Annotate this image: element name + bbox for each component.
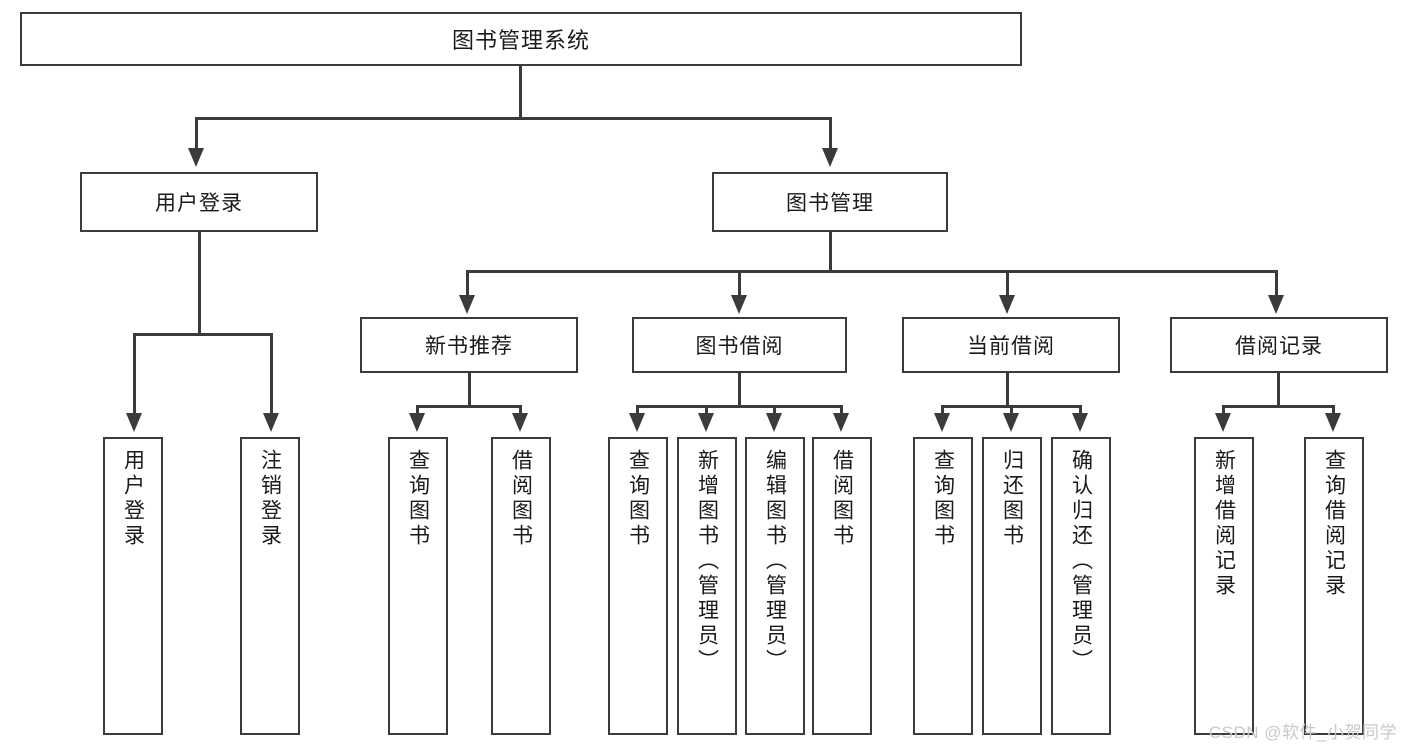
watermark: CSDN @软件_小贺同学 (1208, 723, 1397, 742)
arrowhead-borrow-record-leaf-2 (1325, 413, 1341, 432)
leaf-book-borrow-lend[interactable]: 借阅图书 (812, 437, 872, 735)
leaf-current-borrow-confirm[interactable]: 确认归还（管理员） (1051, 437, 1111, 735)
arrowhead-borrow-record-leaf-1 (1215, 413, 1231, 432)
arrowhead-current-borrow-leaf-2 (1003, 413, 1019, 432)
node-label: 当前借阅 (967, 335, 1055, 358)
node-label: 确认归还（管理员） (1069, 449, 1093, 674)
leaf-book-borrow-edit[interactable]: 编辑图书（管理员） (745, 437, 805, 735)
node-label: 图书管理系统 (451, 28, 590, 53)
connector-new-book-to-leaf-2 (519, 405, 522, 417)
arrowhead-book-borrow-leaf-1 (629, 413, 645, 432)
connector-borrow-record-to-leaf-1 (1222, 405, 1225, 417)
node-label: 查询图书 (931, 449, 955, 549)
node-label: 注销登录 (258, 449, 282, 549)
node-new-book-recommend[interactable]: 新书推荐 (360, 317, 578, 373)
connector-book-mgmt-bus (466, 270, 1277, 273)
connector-book-borrow-stem (738, 373, 741, 407)
arrowhead-current-borrow-leaf-1 (934, 413, 950, 432)
node-label: 借阅图书 (830, 449, 854, 549)
node-label: 图书管理 (786, 192, 874, 215)
connector-new-book-to-leaf-1 (416, 405, 419, 417)
connector-book-mgmt-to-current-borrow (1006, 270, 1009, 297)
arrowhead-root-to-user-login (188, 148, 204, 167)
node-label: 编辑图书（管理员） (763, 449, 787, 674)
node-label: 新增借阅记录 (1212, 449, 1236, 599)
connector-user-login-stem (198, 232, 201, 334)
connector-root-to-user-login (195, 117, 198, 150)
connector-user-login-to-leaf-1 (133, 333, 136, 415)
node-book-management[interactable]: 图书管理 (712, 172, 948, 232)
arrowhead-new-book-leaf-2 (512, 413, 528, 432)
connector-borrow-record-to-leaf-2 (1332, 405, 1335, 417)
node-label: 用户登录 (121, 449, 145, 549)
leaf-borrow-record-query[interactable]: 查询借阅记录 (1304, 437, 1364, 735)
node-borrow-record[interactable]: 借阅记录 (1170, 317, 1388, 373)
arrowhead-book-mgmt-new-book (459, 295, 475, 314)
connector-current-borrow-stem (1006, 373, 1009, 407)
arrowhead-book-borrow-leaf-3 (766, 413, 782, 432)
leaf-user-login-signin[interactable]: 用户登录 (103, 437, 163, 735)
leaf-new-book-query[interactable]: 查询图书 (388, 437, 448, 735)
arrowhead-book-mgmt-borrow-record (1268, 295, 1284, 314)
connector-current-borrow-to-leaf-3 (1079, 405, 1082, 417)
connector-new-book-stem (468, 373, 471, 407)
node-label: 查询图书 (406, 449, 430, 549)
node-label: 归还图书 (1000, 449, 1024, 549)
connector-borrow-record-bus (1222, 405, 1334, 408)
connector-book-borrow-to-leaf-3 (773, 405, 776, 417)
leaf-current-borrow-query[interactable]: 查询图书 (913, 437, 973, 735)
connector-book-mgmt-to-borrow-record (1275, 270, 1278, 297)
arrowhead-current-borrow-leaf-3 (1072, 413, 1088, 432)
arrowhead-book-borrow-leaf-2 (698, 413, 714, 432)
connector-user-login-to-leaf-2 (270, 333, 273, 415)
node-label: 借阅图书 (509, 449, 533, 549)
node-label: 查询借阅记录 (1322, 449, 1346, 599)
connector-book-borrow-to-leaf-4 (840, 405, 843, 417)
connector-root-bus (195, 117, 831, 120)
arrowhead-book-mgmt-borrow-book (731, 295, 747, 314)
leaf-current-borrow-return[interactable]: 归还图书 (982, 437, 1042, 735)
arrowhead-book-mgmt-current-borrow (999, 295, 1015, 314)
node-label: 查询图书 (626, 449, 650, 549)
connector-root-stem (519, 66, 522, 118)
connector-book-mgmt-to-new-book (466, 270, 469, 297)
arrowhead-book-borrow-leaf-4 (833, 413, 849, 432)
arrowhead-root-to-book-mgmt (822, 148, 838, 167)
leaf-new-book-borrow[interactable]: 借阅图书 (491, 437, 551, 735)
node-user-login[interactable]: 用户登录 (80, 172, 318, 232)
node-label: 新书推荐 (425, 335, 513, 358)
connector-current-borrow-to-leaf-1 (941, 405, 944, 417)
leaf-user-login-signout[interactable]: 注销登录 (240, 437, 300, 735)
node-label: 图书借阅 (695, 335, 784, 358)
arrowhead-user-login-leaf-1 (126, 413, 142, 432)
connector-book-mgmt-to-borrow-book (738, 270, 741, 297)
node-book-borrow[interactable]: 图书借阅 (632, 317, 847, 373)
leaf-borrow-record-add[interactable]: 新增借阅记录 (1194, 437, 1254, 735)
node-label: 借阅记录 (1235, 335, 1323, 358)
connector-current-borrow-to-leaf-2 (1010, 405, 1013, 417)
node-label: 新增图书（管理员） (695, 449, 719, 674)
arrowhead-new-book-leaf-1 (409, 413, 425, 432)
connector-book-borrow-to-leaf-2 (705, 405, 708, 417)
connector-book-borrow-bus (636, 405, 842, 408)
node-current-borrow[interactable]: 当前借阅 (902, 317, 1120, 373)
node-root-system[interactable]: 图书管理系统 (20, 12, 1022, 66)
connector-book-mgmt-stem (829, 232, 832, 272)
connector-root-to-book-mgmt (829, 117, 832, 150)
arrowhead-user-login-leaf-2 (263, 413, 279, 432)
connector-new-book-bus (416, 405, 521, 408)
leaf-book-borrow-add[interactable]: 新增图书（管理员） (677, 437, 737, 735)
connector-borrow-record-stem (1277, 373, 1280, 407)
leaf-book-borrow-query[interactable]: 查询图书 (608, 437, 668, 735)
connector-user-login-bus (133, 333, 272, 336)
node-label: 用户登录 (155, 192, 243, 215)
connector-book-borrow-to-leaf-1 (636, 405, 639, 417)
